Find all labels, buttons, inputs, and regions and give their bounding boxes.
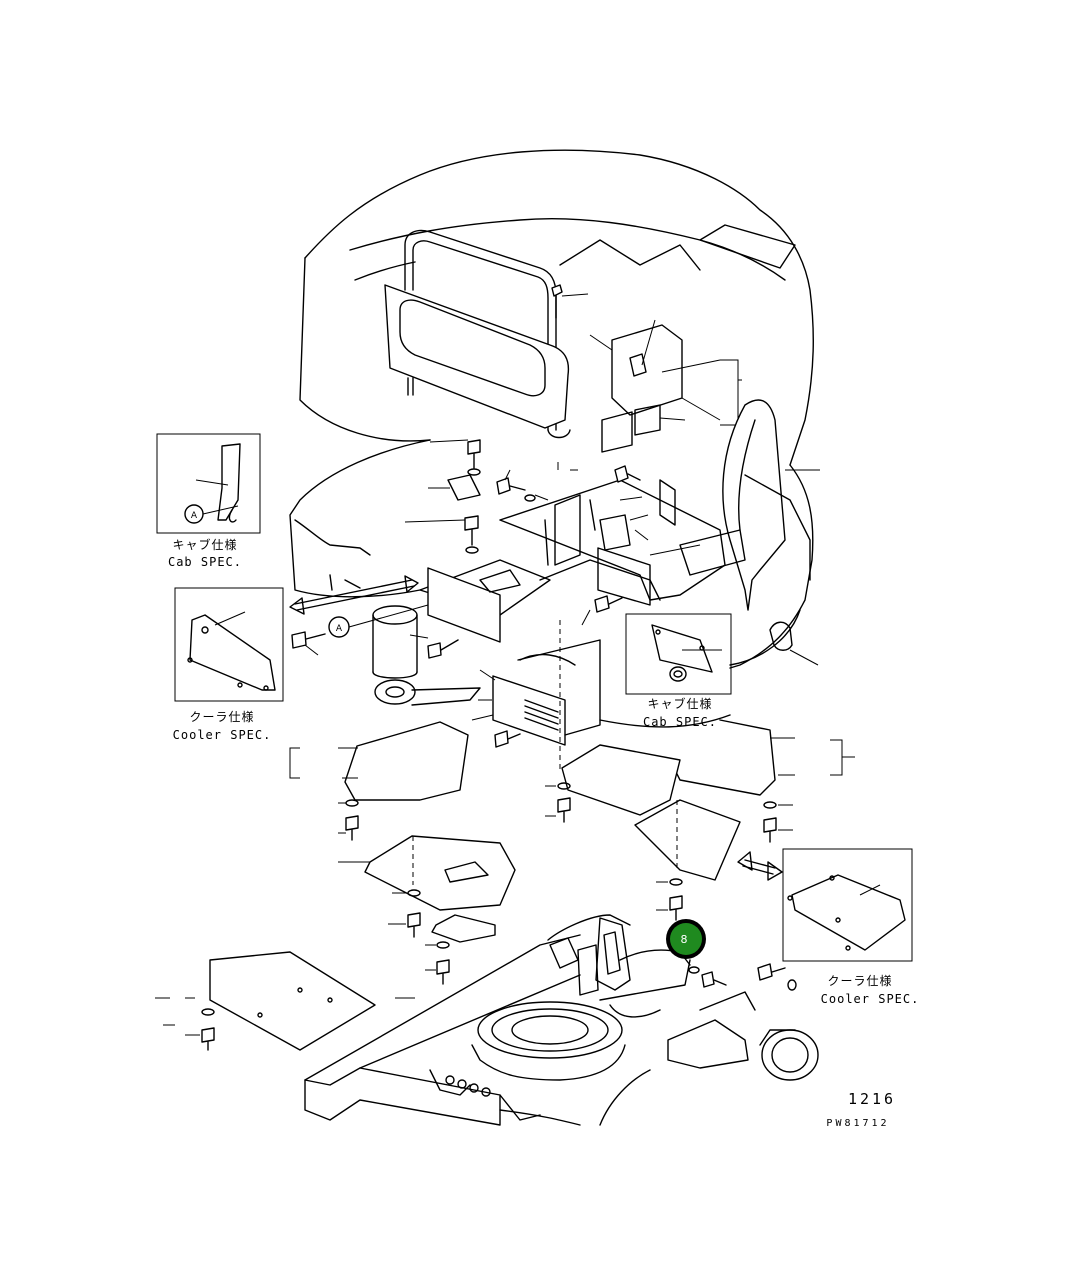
bolt-stack-mid bbox=[388, 889, 450, 985]
upper-deck bbox=[289, 439, 855, 796]
deck-bolts bbox=[291, 439, 641, 659]
louver-cover bbox=[471, 639, 601, 748]
inset-cooler-left-label-jp: クーラ仕様 bbox=[189, 710, 254, 724]
bolt-stack-right bbox=[763, 801, 793, 843]
detail-mark-a: A bbox=[191, 511, 198, 521]
frame-plates bbox=[419, 479, 746, 643]
drawing-code: PW81712 bbox=[826, 1118, 889, 1129]
interchange-arrow-left bbox=[289, 575, 419, 615]
inset-cab-top: A bbox=[156, 433, 261, 534]
hood-cover bbox=[299, 149, 814, 466]
inset-cooler-right bbox=[782, 848, 913, 962]
hood-bolt bbox=[551, 284, 589, 319]
inset-cab-top-label-en: Cab SPEC. bbox=[168, 555, 242, 569]
inset-cab-mid bbox=[625, 613, 732, 695]
side-panel bbox=[384, 284, 570, 429]
bolt-stack-front bbox=[656, 878, 683, 921]
inset-cab-top-label-jp: キャブ仕様 bbox=[172, 537, 237, 552]
inset-cooler-right-label-jp: クーラ仕様 bbox=[827, 974, 892, 988]
floor-plate bbox=[155, 951, 415, 1051]
small-bolts-right bbox=[688, 963, 797, 991]
inset-cab-mid-label-jp: キャブ仕様 bbox=[647, 696, 712, 711]
right-fender bbox=[722, 399, 820, 611]
bracket-block bbox=[589, 319, 742, 453]
detail-mark-a-main: A bbox=[336, 624, 343, 634]
revolving-frame bbox=[304, 914, 819, 1126]
figure-number: 1216 bbox=[848, 1090, 896, 1108]
inset-cooler-left-label-en: Cooler SPEC. bbox=[173, 728, 272, 742]
undercover-panels bbox=[338, 620, 741, 943]
inset-cab-mid-label-en: Cab SPEC. bbox=[643, 715, 717, 729]
inset-cooler-right-label-en: Cooler SPEC. bbox=[821, 992, 920, 1006]
bolt-stack-left bbox=[338, 799, 359, 841]
inset-cooler-left bbox=[174, 587, 284, 702]
callout-hotspot-fill[interactable] bbox=[670, 923, 702, 955]
callout-hotspot-label[interactable]: 8 bbox=[681, 933, 688, 946]
interchange-arrow-right bbox=[737, 851, 783, 881]
swivel-joint bbox=[372, 605, 481, 706]
callout-hotspot-8[interactable]: 8 bbox=[666, 919, 706, 959]
bolt-stack-center bbox=[545, 782, 571, 823]
